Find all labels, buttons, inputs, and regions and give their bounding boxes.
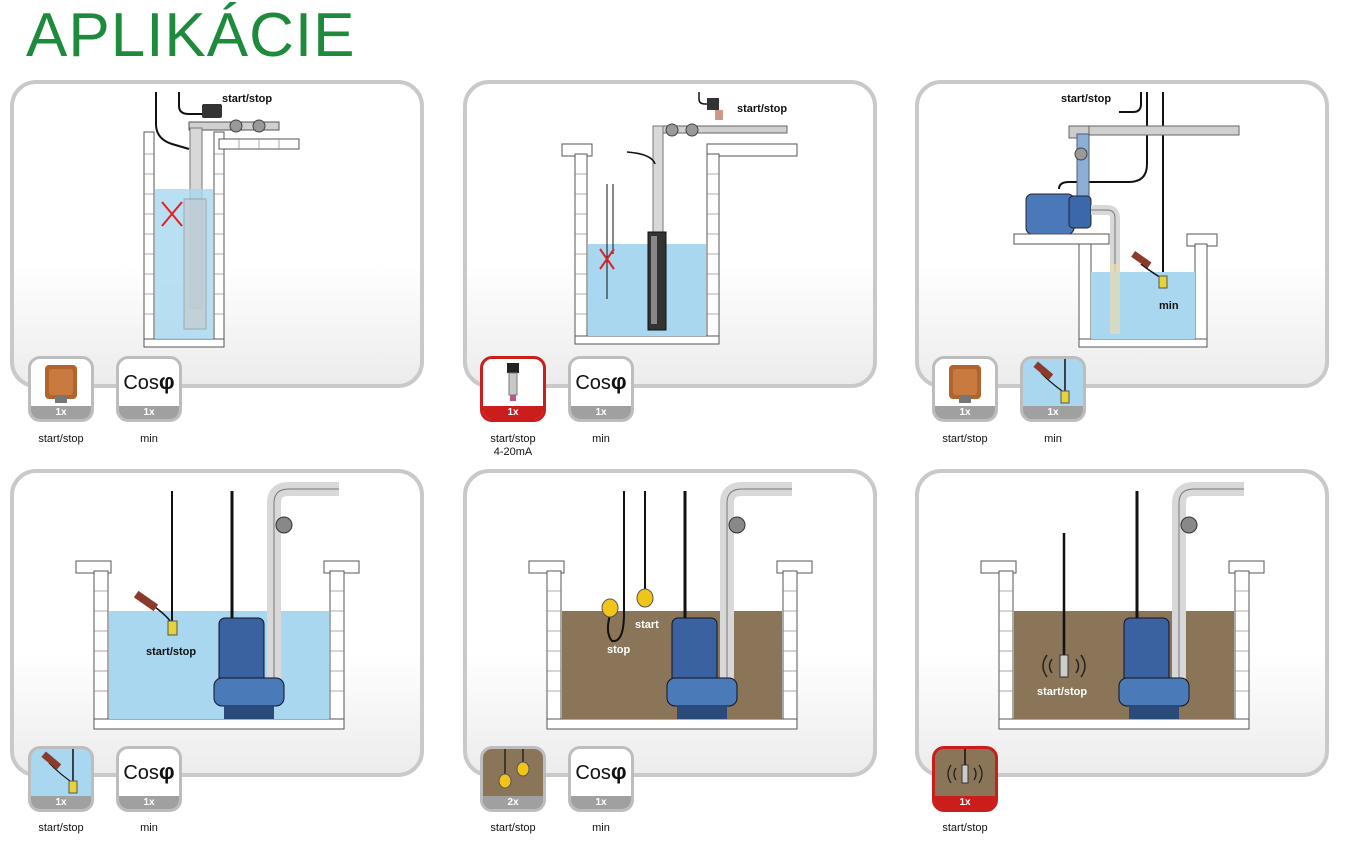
label-min: min: [1159, 300, 1179, 312]
panel-well-pressure-transducer: start/stop: [463, 80, 877, 388]
icon-caption: min: [140, 433, 158, 445]
qty-label: 1x: [119, 796, 179, 809]
qty-label: 1x: [935, 796, 995, 809]
cos-phi-icon: Cosφ 1x: [116, 746, 182, 812]
pressure-transducer-icon: 1x: [480, 356, 546, 422]
caption-line: start/stop: [490, 433, 536, 445]
icon-caption: start/stop: [490, 822, 536, 834]
float-switch-icon: 1x: [1020, 356, 1086, 422]
diagram-sump-double-float: start stop: [528, 482, 813, 730]
label-start-stop: start/stop: [146, 646, 196, 658]
icon-caption: min: [592, 433, 610, 445]
cos-symbol: Cos: [123, 762, 159, 784]
panel-sump-double-float: start stop: [463, 469, 877, 777]
icon-caption: min: [140, 822, 158, 834]
qty-label: 1x: [1023, 406, 1083, 419]
label-start-stop: start/stop: [1037, 686, 1087, 698]
phi-symbol: φ: [610, 759, 627, 784]
cos-phi-icon: Cosφ 1x: [116, 356, 182, 422]
diagram-sump-level-sensor: start/stop: [980, 482, 1265, 730]
level-sensor-icon: 1x: [932, 746, 998, 812]
qty-label: 1x: [571, 406, 631, 419]
page-title: APLIKÁCIE: [26, 1, 356, 70]
diagram-well: start/stop: [561, 92, 798, 345]
icon-caption: start/stop: [38, 433, 84, 445]
cos-symbol: Cos: [123, 372, 159, 394]
icon-caption: min: [592, 822, 610, 834]
icon-caption: start/stop: [942, 822, 988, 834]
qty-label: 1x: [483, 406, 543, 419]
diagram-sump-float: start/stop: [75, 482, 360, 730]
qty-label: 2x: [483, 796, 543, 809]
diagram-borehole: start/stop: [143, 92, 300, 348]
label-start-stop: start/stop: [1061, 93, 1111, 105]
label-start-stop: start/stop: [737, 103, 787, 115]
float-switch-icon: 1x: [28, 746, 94, 812]
phi-symbol: φ: [158, 759, 175, 784]
panel-surface-pump-tank: start/stop min: [915, 80, 1329, 388]
label-start-stop: start/stop: [222, 93, 272, 105]
qty-label: 1x: [935, 406, 995, 419]
double-float-icon: 2x: [480, 746, 546, 812]
cos-phi-icon: Cosφ 1x: [568, 356, 634, 422]
cos-phi-icon: Cosφ 1x: [568, 746, 634, 812]
pressure-switch-icon: 1x: [932, 356, 998, 422]
panel-sump-level-sensor: start/stop: [915, 469, 1329, 777]
icon-caption: start/stop: [38, 822, 84, 834]
qty-label: 1x: [31, 796, 91, 809]
qty-label: 1x: [31, 406, 91, 419]
cos-symbol: Cos: [575, 372, 611, 394]
pressure-switch-icon: 1x: [28, 356, 94, 422]
panel-borehole-pressure-switch: start/stop: [10, 80, 424, 388]
caption-signal: 4-20mA: [493, 446, 533, 458]
label-stop: stop: [607, 644, 631, 656]
cos-symbol: Cos: [575, 762, 611, 784]
icon-caption: start/stop: [942, 433, 988, 445]
qty-label: 1x: [119, 406, 179, 419]
panel-sump-float-switch: start/stop: [10, 469, 424, 777]
phi-symbol: φ: [158, 369, 175, 394]
phi-symbol: φ: [610, 369, 627, 394]
qty-label: 1x: [571, 796, 631, 809]
label-start: start: [635, 619, 659, 631]
icon-caption: min: [1044, 433, 1062, 445]
diagram-surface-pump: start/stop min: [1013, 92, 1240, 348]
